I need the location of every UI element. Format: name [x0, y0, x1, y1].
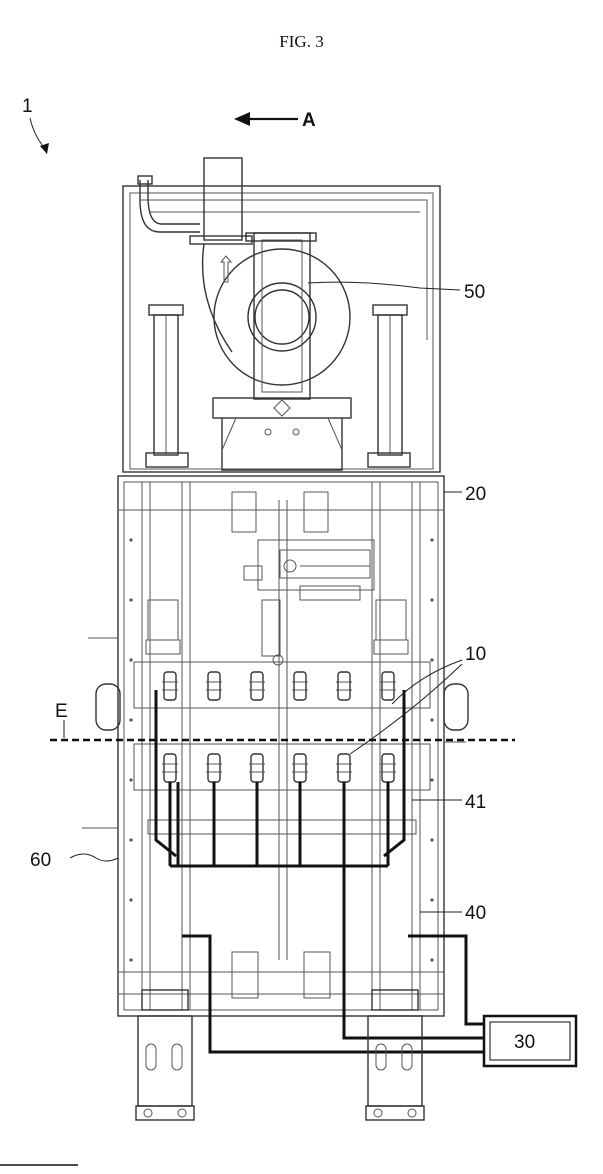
side-handles: [82, 638, 468, 828]
label-bar: 41: [465, 792, 486, 813]
label-plane: E: [55, 701, 68, 722]
label-device: 1: [22, 96, 33, 117]
label-electrodes: 10: [465, 644, 486, 665]
label-blower: 50: [464, 282, 485, 303]
label-direction: A: [302, 110, 316, 131]
direction-arrow: [234, 112, 298, 126]
upper-housing: [123, 176, 440, 472]
label-controller: 30: [514, 1032, 535, 1053]
label-upper-plate: 20: [465, 484, 486, 505]
blower: [190, 158, 351, 470]
side-part-leader: [70, 854, 118, 861]
label-side-part: 60: [30, 850, 51, 871]
label-frame: 40: [465, 903, 486, 924]
blower-leader: [308, 282, 460, 290]
main-frame: [118, 476, 444, 1016]
figure-title: FIG. 3: [0, 32, 603, 52]
